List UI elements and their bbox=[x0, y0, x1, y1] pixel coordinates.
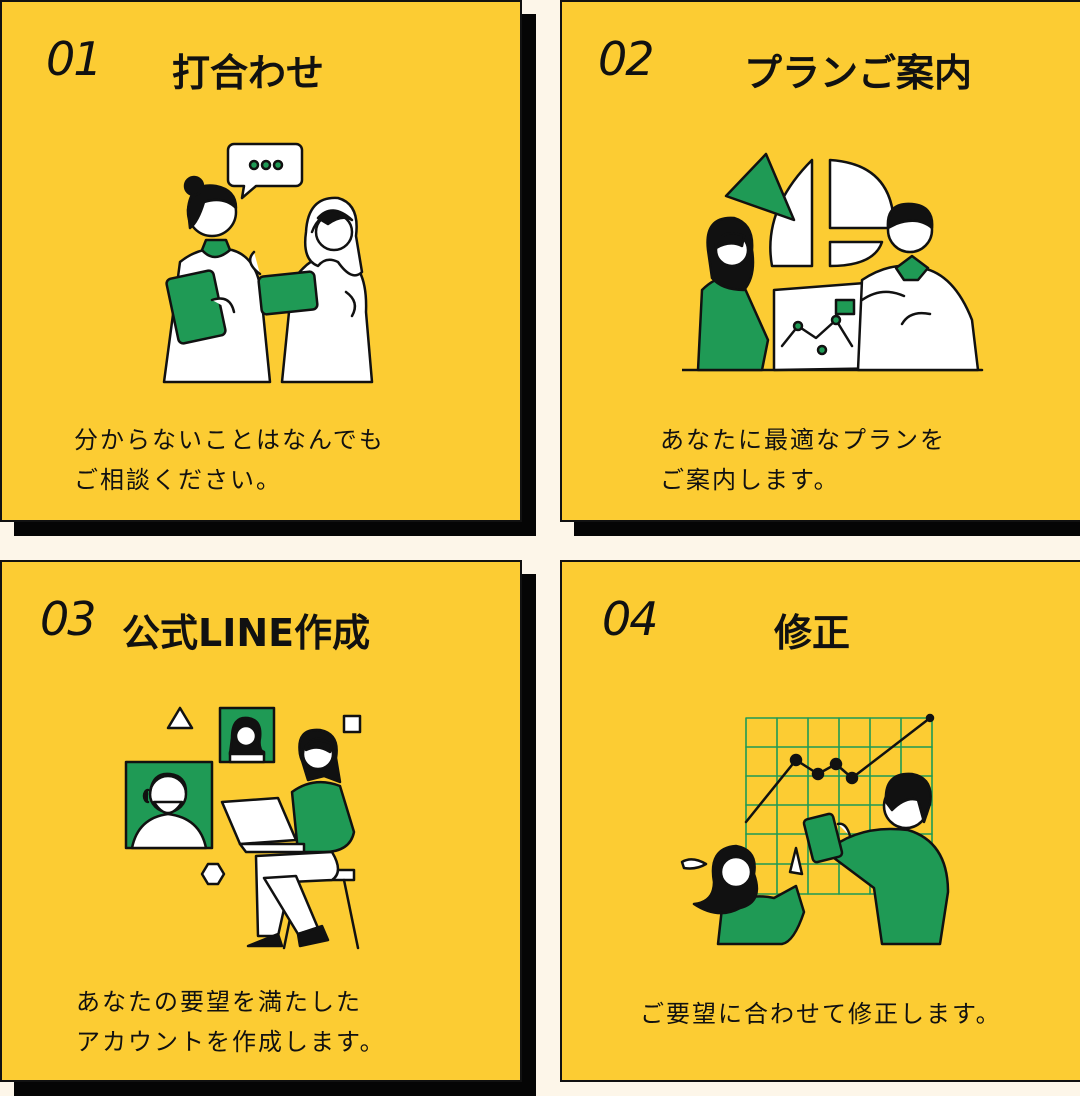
step-description-line1: あなたに最適なプランを bbox=[660, 426, 946, 454]
step-title: 修正 bbox=[774, 611, 851, 655]
step-number: 03 bbox=[40, 592, 97, 646]
step-card-4: 04 修正 bbox=[560, 560, 1080, 1082]
step-number: 02 bbox=[598, 32, 655, 86]
step-title: 公式LINE作成 bbox=[122, 611, 371, 655]
revision-illustration bbox=[680, 713, 950, 946]
step-number: 04 bbox=[602, 592, 659, 646]
step-description-line2: ご相談ください。 bbox=[74, 466, 282, 494]
step-title: プランご案内 bbox=[744, 51, 973, 95]
step-card-1: 01 打合わせ 分からないことはなんで bbox=[0, 0, 522, 522]
account-creation-illustration bbox=[124, 706, 362, 950]
step-card-3: 03 公式LINE作成 bbox=[0, 560, 522, 1082]
step-description-line1: ご要望に合わせて修正します。 bbox=[640, 1000, 1002, 1028]
plan-illustration bbox=[682, 152, 984, 372]
step-description-line1: あなたの要望を満たした bbox=[76, 988, 362, 1016]
step-description-line2: アカウントを作成します。 bbox=[76, 1028, 386, 1056]
meeting-illustration bbox=[162, 142, 374, 384]
step-description-line1: 分からないことはなんでも bbox=[74, 426, 385, 454]
step-title: 打合わせ bbox=[172, 51, 325, 95]
step-number: 01 bbox=[46, 32, 103, 86]
step-description-line2: ご案内します。 bbox=[660, 466, 840, 494]
step-card-2: 02 プランご案内 bbox=[560, 0, 1080, 522]
